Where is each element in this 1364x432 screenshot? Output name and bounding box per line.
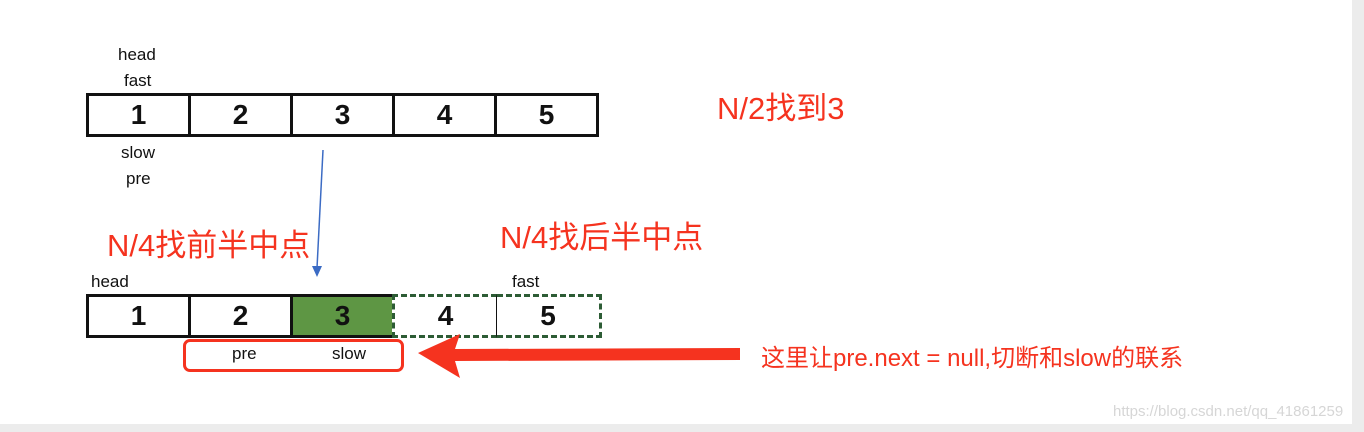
label-pre: pre [232, 344, 257, 363]
label-fast: fast [512, 272, 540, 291]
node-5: 5 [494, 93, 599, 137]
label-slow: slow [332, 344, 367, 363]
diagram-canvas: head fast 1 2 3 4 5 slow pre N/2找到3 N/4找… [0, 0, 1352, 424]
annotation-second-half: N/4找后半中点 [500, 220, 704, 255]
pre-slow-highlight-box [183, 339, 404, 372]
node-5-dashed: 5 [497, 294, 602, 338]
blue-arrow-icon [312, 149, 324, 277]
label-head: head [118, 45, 156, 64]
annotation-first-half: N/4找前半中点 [107, 228, 311, 263]
node-4: 4 [392, 93, 497, 137]
top-linked-list: 1 2 3 4 5 [86, 93, 599, 137]
cut-link-note: 这里让pre.next = null,切断和slow的联系 [761, 345, 1184, 372]
red-arrow-icon [418, 334, 740, 378]
label-pre: pre [126, 169, 151, 188]
label-head: head [91, 272, 129, 291]
annotation-n2: N/2找到3 [717, 91, 845, 126]
node-4-dashed: 4 [392, 294, 497, 338]
label-fast: fast [124, 71, 152, 90]
node-1: 1 [86, 294, 191, 338]
watermark: https://blog.csdn.net/qq_41861259 [1113, 403, 1344, 420]
node-3-highlighted: 3 [290, 294, 395, 338]
label-slow: slow [121, 143, 156, 162]
node-2: 2 [188, 294, 293, 338]
arrows-layer [312, 149, 740, 378]
node-1: 1 [86, 93, 191, 137]
node-3: 3 [290, 93, 395, 137]
bottom-linked-list: 1 2 3 4 5 [86, 294, 602, 338]
